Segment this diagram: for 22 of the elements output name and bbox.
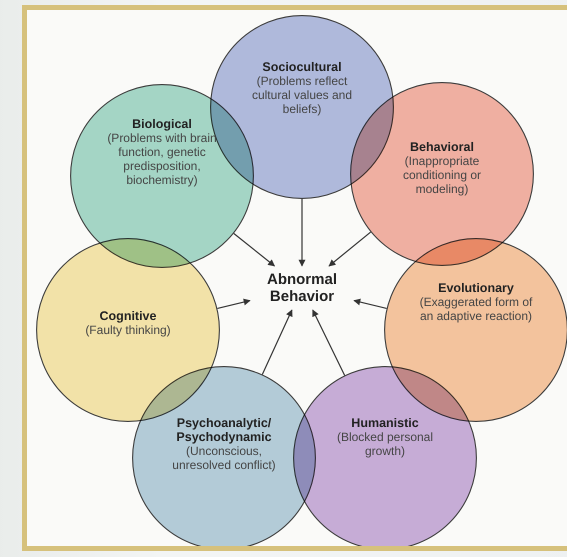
category-heading: Evolutionary (437, 281, 515, 295)
category-heading: Biological (131, 117, 193, 131)
arrow (262, 309, 292, 375)
category-heading: Psychoanalytic/ Psychodynamic (175, 416, 273, 444)
category-heading: Sociocultural (261, 60, 343, 74)
category-heading: Behavioral (409, 140, 475, 154)
category-description: (Problems with brain function, genetic predisposition, biochemistry) (106, 131, 218, 187)
category-heading: Cognitive (98, 309, 158, 323)
category-description: (Unconscious, unresolved conflict) (171, 444, 277, 472)
category-description: (Inappropriate conditioning or modeling) (402, 154, 482, 196)
category-heading: Humanistic (350, 416, 420, 430)
arrow (312, 309, 346, 376)
central-label: Abnormal Behavior (252, 268, 352, 308)
arrow (217, 298, 251, 309)
arrow (233, 233, 276, 266)
category-description: (Faulty thinking) (84, 323, 172, 337)
category-description: (Exaggerated form of an adaptive reaction) (418, 295, 534, 323)
arrow (353, 298, 387, 309)
arrow (298, 199, 306, 267)
arrow (328, 232, 372, 266)
category-description: (Problems reflect cultural values and beliefs) (250, 74, 354, 116)
category-description: (Blocked personal growth) (336, 430, 434, 458)
